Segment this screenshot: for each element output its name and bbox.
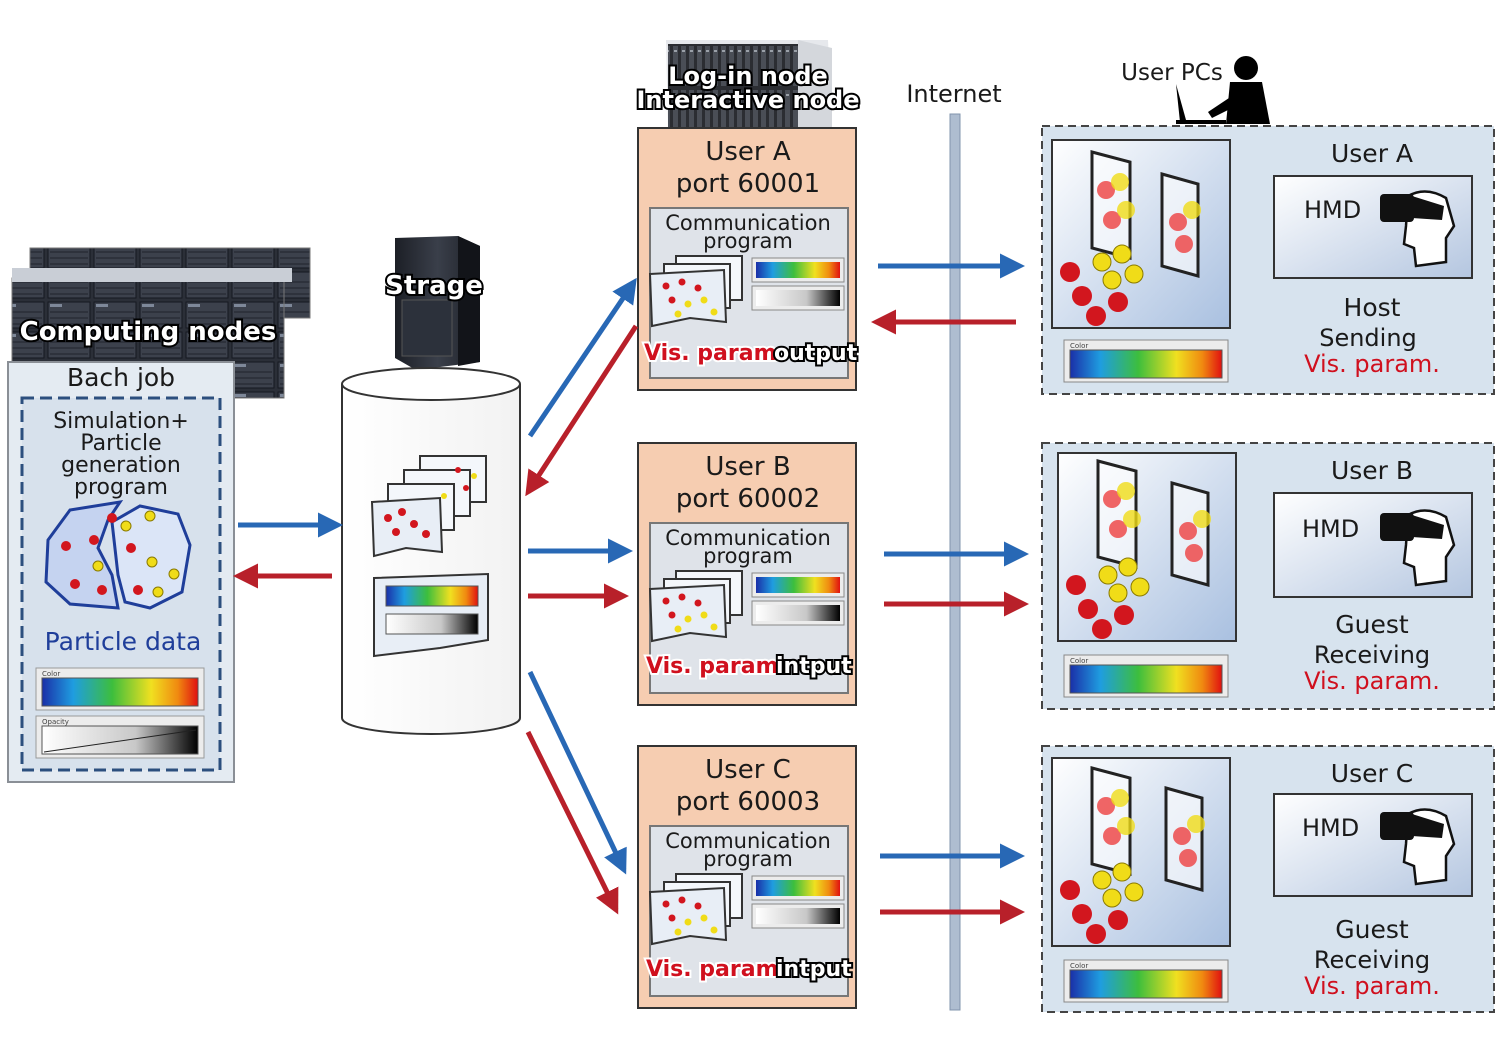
program-line-3: generation [61, 453, 181, 478]
comm-program-a-maps-icon [751, 257, 845, 311]
stored-param-sheet-icon [373, 572, 489, 658]
pc-panel-a: Color User A HMD Host Sending Vis. param… [1041, 125, 1495, 395]
comm-program-a-line2: program [703, 229, 793, 253]
color-map-widget: Color [35, 667, 205, 711]
storage-server-image [395, 236, 480, 370]
arrow-storage-to-node-c-param [525, 730, 619, 915]
comm-program-c-line1: Communication [665, 829, 831, 853]
user-node-b-port: port 60002 [676, 484, 820, 514]
pc-a-hmd-head-icon [1380, 190, 1456, 268]
data-flow-arrows [233, 253, 1029, 925]
particle-cluster-illustration [44, 499, 192, 610]
pc-c-role: Guest [1335, 915, 1409, 944]
user-node-a: User A port 60001 Communication program … [637, 127, 860, 391]
comm-program-c-line2: program [703, 847, 793, 871]
batch-job-title: Bach job [67, 363, 175, 392]
comm-program-a-sheets-icon [648, 255, 743, 328]
pc-b-hmd-head-icon [1380, 509, 1456, 587]
pc-c-action: Receiving [1314, 946, 1430, 974]
arrow-storage-to-node-a [527, 277, 637, 438]
pc-b-color-map: Color [1063, 654, 1229, 698]
user-node-c-title: User C [705, 755, 791, 785]
pc-c-hmd-label: HMD [1302, 814, 1359, 842]
login-node-server-image [666, 40, 832, 128]
internet-line [949, 113, 961, 1011]
comm-program-b-maps-icon [751, 572, 845, 626]
vis-param-a-label: Vis. param. [644, 341, 785, 366]
pc-a-action: Sending [1319, 324, 1417, 352]
user-node-a-port: port 60001 [676, 169, 820, 199]
batch-job-box: Bach job Simulation+ Particle generation… [7, 361, 235, 783]
comm-program-b-sheets-icon [648, 570, 743, 643]
svg-text:Color: Color [1070, 962, 1088, 970]
computing-nodes-title: Computing nodes [20, 317, 277, 347]
pc-b-role: Guest [1335, 610, 1409, 639]
vis-param-c-direction: intput [776, 957, 852, 982]
pc-c-color-map: Color [1063, 959, 1229, 1003]
opacity-map-widget: Opacity [35, 715, 205, 759]
pc-c-user-title: User C [1331, 759, 1413, 788]
pc-a-vr-view-illustration [1051, 139, 1231, 329]
svg-text:Color: Color [42, 670, 60, 678]
pc-panel-c: Color User C HMD Guest Receiving Vis. pa… [1041, 745, 1495, 1013]
vis-param-b-label: Vis. param. [646, 654, 787, 679]
user-node-b: User B port 60002 Communication program … [637, 442, 857, 706]
vis-param-c-label: Vis. param. [646, 957, 787, 982]
stored-data-sheets-icon [370, 455, 487, 558]
user-pcs-label: User PCs [1121, 60, 1223, 86]
comm-program-b-line1: Communication [665, 526, 831, 550]
storage-title: Strage [385, 271, 483, 301]
pc-panel-b: Color User B HMD Guest Receiving Vis. pa… [1041, 442, 1495, 710]
vis-param-a-direction: output [774, 341, 858, 366]
login-node-label: Log-in node [668, 62, 828, 90]
user-node-b-title: User B [705, 452, 790, 482]
particle-data-label: Particle data [45, 627, 202, 656]
arrow-storage-to-node-c [527, 670, 627, 875]
pc-b-vis-param: Vis. param. [1304, 667, 1440, 695]
pc-a-hmd-label: HMD [1304, 196, 1361, 224]
pc-c-vr-view-illustration [1051, 757, 1231, 947]
arrow-node-a-to-storage [525, 324, 639, 497]
pc-c-vis-param: Vis. param. [1304, 972, 1440, 1000]
user-node-c: User C port 60003 Communication program … [637, 745, 857, 1009]
pc-c-hmd-head-icon [1380, 808, 1456, 886]
vis-param-b-direction: intput [776, 654, 852, 679]
comm-program-c-maps-icon [751, 875, 845, 929]
user-node-c-port: port 60003 [676, 787, 820, 817]
svg-text:Color: Color [1070, 342, 1088, 350]
pc-b-action: Receiving [1314, 641, 1430, 669]
pc-b-user-title: User B [1331, 456, 1413, 485]
program-line-1: Simulation+ [53, 409, 189, 434]
program-line-4: program [74, 475, 168, 500]
comm-program-c-sheets-icon [648, 873, 743, 946]
internet-label: Internet [906, 80, 1001, 108]
interactive-node-label: Interactive node [636, 86, 859, 114]
user-at-pc-icon [1176, 56, 1270, 124]
pc-b-vr-view-illustration [1057, 452, 1237, 642]
pc-a-vis-param: Vis. param. [1304, 350, 1440, 378]
user-node-a-title: User A [705, 137, 791, 167]
comm-program-b-line2: program [703, 544, 793, 568]
program-line-2: Particle [80, 431, 161, 456]
svg-text:Opacity: Opacity [42, 718, 69, 726]
pc-a-role: Host [1344, 293, 1401, 322]
pc-b-hmd-label: HMD [1302, 515, 1359, 543]
pc-a-color-map: Color [1063, 339, 1229, 383]
comm-program-a-line1: Communication [665, 211, 831, 235]
pc-a-user-title: User A [1331, 139, 1413, 168]
svg-text:Color: Color [1070, 657, 1088, 665]
